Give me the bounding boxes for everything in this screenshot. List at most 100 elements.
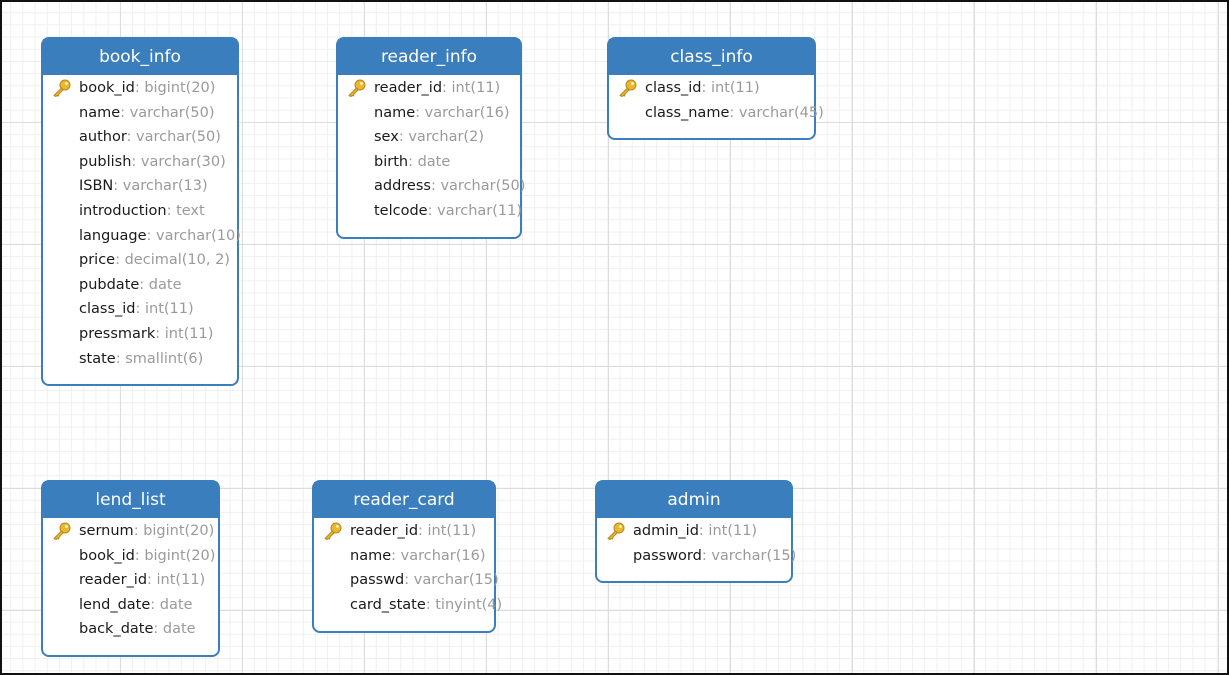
field-name: name [79, 104, 121, 121]
field-row[interactable]: book_id: bigint(20) [43, 76, 237, 101]
field-row[interactable]: reader_id: int(11) [43, 568, 218, 593]
table-title: class_info [609, 39, 814, 75]
field-row[interactable]: address: varchar(50) [338, 174, 525, 199]
field-text: name: varchar(16) [374, 101, 510, 126]
field-name: password [633, 547, 702, 564]
field-type: varchar(11) [437, 202, 522, 219]
field-type: date [148, 276, 182, 293]
key-icon [52, 79, 72, 97]
field-row[interactable]: book_id: bigint(20) [43, 544, 218, 569]
field-type: varchar(30) [140, 153, 226, 170]
field-name: name [374, 104, 416, 121]
field-row[interactable]: sex: varchar(2) [338, 125, 520, 150]
field-separator: : [147, 572, 157, 589]
field-name: class_name [645, 104, 730, 121]
field-text: back_date: date [79, 617, 196, 642]
field-type: int(11) [144, 301, 194, 318]
field-text: author: varchar(50) [79, 125, 221, 150]
field-separator: : [408, 153, 418, 170]
table-title: admin [597, 482, 791, 518]
field-separator: : [398, 129, 409, 146]
field-separator: : [701, 80, 711, 96]
table-title: reader_info [338, 39, 520, 75]
field-text: pubdate: date [79, 273, 182, 298]
field-separator: : [135, 301, 145, 318]
field-name: name [350, 547, 392, 564]
field-type: varchar(50) [129, 104, 215, 121]
field-type: varchar(10) [156, 227, 241, 244]
field-row[interactable]: name: varchar(50) [43, 101, 237, 126]
field-separator: : [155, 325, 165, 342]
field-name: class_id [79, 301, 136, 318]
field-separator: : [442, 80, 452, 96]
field-row[interactable]: class_id: int(11) [43, 297, 237, 322]
field-name: reader_id [350, 523, 419, 539]
field-name: sernum [79, 523, 134, 539]
field-row[interactable]: pubdate: date [43, 273, 237, 298]
field-row[interactable]: author: varchar(50) [43, 125, 237, 150]
field-type: int(11) [710, 80, 760, 96]
field-type: int(11) [451, 80, 501, 96]
field-text: class_name: varchar(45) [645, 101, 824, 126]
field-type: varchar(2) [408, 129, 484, 146]
field-row[interactable]: language: varchar(10) [43, 224, 241, 249]
field-name: lend_date [79, 596, 151, 613]
field-text: lend_date: date [79, 593, 193, 618]
field-row[interactable]: name: varchar(16) [338, 101, 520, 126]
field-row[interactable]: class_name: varchar(45) [609, 101, 824, 126]
field-separator: : [698, 523, 709, 539]
key-icon [606, 522, 626, 540]
field-name: price [79, 252, 116, 269]
field-row[interactable]: reader_id: int(11) [338, 76, 520, 101]
field-text: reader_id: int(11) [374, 76, 500, 101]
field-type: varchar(16) [400, 547, 486, 564]
table-title: book_info [43, 39, 237, 75]
field-type: date [162, 621, 196, 638]
field-separator: : [391, 547, 401, 564]
field-row[interactable]: pressmark: int(11) [43, 322, 237, 347]
field-text: book_id: bigint(20) [79, 76, 215, 101]
field-list: sernum: bigint(20)book_id: bigint(20)rea… [43, 518, 218, 642]
field-name: author [79, 129, 127, 146]
field-separator: : [134, 547, 145, 564]
field-row[interactable]: sernum: bigint(20) [43, 519, 218, 544]
field-row[interactable]: class_id: int(11) [609, 76, 814, 101]
field-separator: : [430, 178, 441, 195]
field-type: varchar(15) [711, 547, 797, 564]
field-name: passwd [350, 572, 405, 589]
field-row[interactable]: telcode: varchar(11) [338, 199, 522, 224]
field-row[interactable]: card_state: tinyint(4) [314, 593, 502, 618]
field-text: pressmark: int(11) [79, 322, 213, 347]
field-separator: : [126, 129, 137, 146]
field-name: class_id [645, 80, 702, 96]
field-row[interactable]: state: smallint(6) [43, 347, 237, 372]
field-type: date [417, 153, 451, 170]
field-row[interactable]: publish: varchar(30) [43, 150, 237, 175]
field-row[interactable]: back_date: date [43, 617, 218, 642]
field-list: class_id: int(11)class_name: varchar(45) [609, 75, 824, 126]
field-row[interactable]: birth: date [338, 150, 520, 175]
field-row[interactable]: lend_date: date [43, 593, 218, 618]
field-text: birth: date [374, 150, 450, 175]
field-row[interactable]: name: varchar(16) [314, 544, 494, 569]
field-row[interactable]: reader_id: int(11) [314, 519, 494, 544]
field-text: class_id: int(11) [79, 297, 194, 322]
field-text: sernum: bigint(20) [79, 519, 214, 544]
field-row[interactable]: price: decimal(10, 2) [43, 248, 237, 273]
field-row[interactable]: admin_id: int(11) [597, 519, 791, 544]
field-text: language: varchar(10) [79, 224, 241, 249]
field-row[interactable]: introduction: text [43, 199, 237, 224]
field-separator: : [404, 572, 414, 589]
field-row[interactable]: ISBN: varchar(13) [43, 174, 237, 199]
field-list: reader_id: int(11)name: varchar(16)passw… [314, 518, 502, 618]
field-text: card_state: tinyint(4) [350, 593, 502, 618]
field-row[interactable]: password: varchar(15) [597, 544, 796, 569]
field-separator: : [701, 547, 712, 564]
field-row[interactable]: passwd: varchar(15) [314, 568, 499, 593]
